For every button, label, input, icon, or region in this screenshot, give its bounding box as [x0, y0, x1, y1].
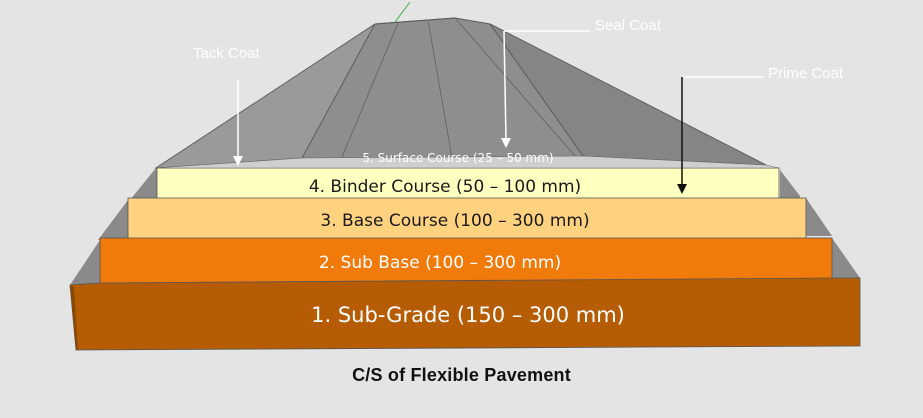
- mound-top-edge: [374, 17, 456, 25]
- binder-course-layer: [156, 167, 780, 200]
- mound-edge: [341, 22, 399, 158]
- mound-edge: [454, 17, 576, 157]
- tack-coat-arrow: [233, 80, 243, 166]
- sub-base-layer: [99, 237, 833, 284]
- mound-edge: [427, 19, 453, 159]
- seal-coat-arrow: [501, 30, 590, 148]
- binder-course-side-right: [780, 170, 800, 198]
- base-course-layer: [127, 197, 807, 240]
- layer-1-label: 1. Sub-Grade (150 – 300 mm): [311, 303, 625, 327]
- layer-4-label: 4. Binder Course (50 – 100 mm): [309, 177, 581, 197]
- layer-2-label: 2. Sub Base (100 – 300 mm): [319, 253, 561, 273]
- binder-course-side: [130, 168, 160, 200]
- layer-3-label: 3. Base Course (100 – 300 mm): [320, 211, 589, 231]
- sub-base-side-left: [70, 240, 100, 285]
- mound-edge: [301, 23, 376, 159]
- mound-edge: [489, 23, 584, 157]
- layer-5-label: 5. Surface Course (25 – 50 mm): [362, 151, 553, 165]
- seal-coat-label: Seal Coat: [595, 17, 661, 34]
- prime-coat-label: Prime Coat: [768, 65, 844, 82]
- diagram-caption: C/S of Flexible Pavement: [352, 365, 571, 385]
- tack-coat-label: Tack Coat: [193, 45, 260, 62]
- axis-hint: [394, 1, 411, 23]
- sub-grade-shade: [70, 285, 78, 350]
- prime-coat-arrow: [677, 76, 764, 194]
- sub-base-side-right: [832, 238, 860, 278]
- binder-course-top-edge: [155, 155, 780, 169]
- base-course-side-right: [806, 198, 832, 236]
- base-course-side-left: [98, 200, 128, 240]
